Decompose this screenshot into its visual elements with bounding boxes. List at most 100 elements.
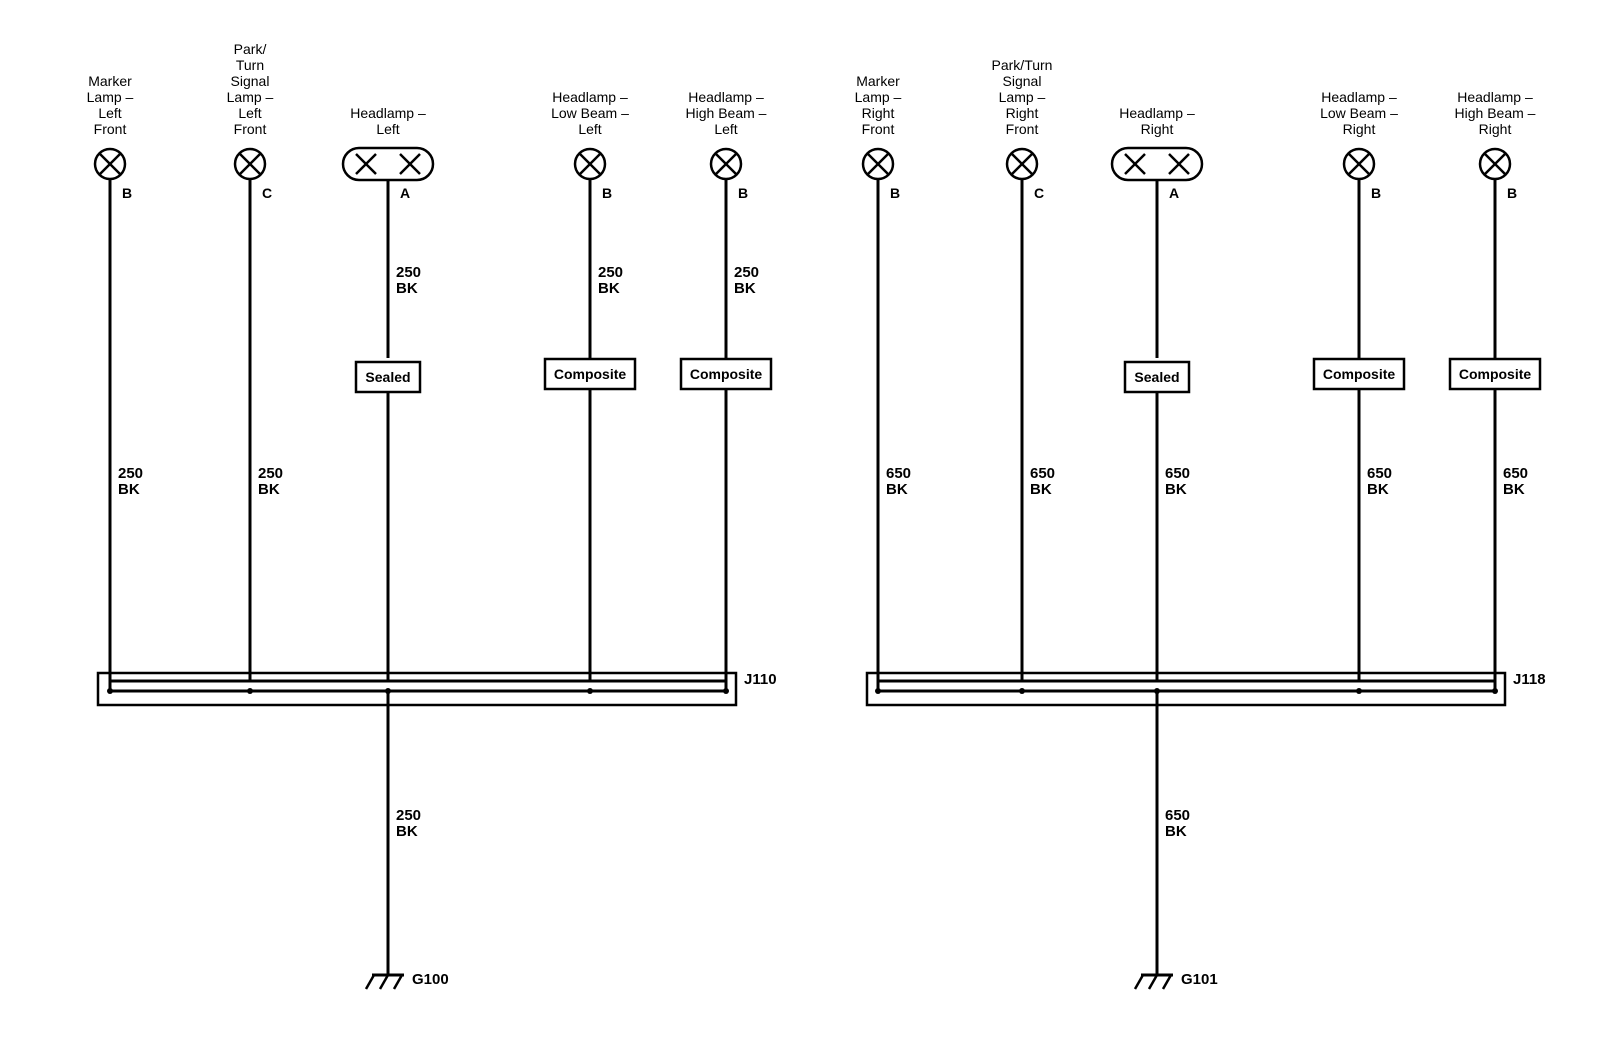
wire-color-label: BK — [598, 280, 620, 297]
pin-label: C — [262, 185, 272, 201]
wire-circuit-label: 250 — [396, 807, 421, 824]
splice-node — [247, 688, 253, 694]
filament-icon — [1168, 153, 1190, 175]
connector-type-label: Composite — [554, 366, 627, 382]
component-label: Headlamp – — [1321, 89, 1397, 105]
component-label: Headlamp – — [350, 105, 426, 121]
component-label: Headlamp – — [1457, 89, 1533, 105]
component-label: Turn — [236, 57, 264, 73]
pin-label: B — [122, 185, 132, 201]
component-label: Left — [376, 121, 399, 137]
component-label: High Beam – — [686, 105, 767, 121]
splice-label: J118 — [1513, 671, 1546, 688]
component-label: Left — [714, 121, 737, 137]
ground-label: G101 — [1181, 971, 1218, 988]
component-label: Right — [1479, 121, 1512, 137]
splice-label: J110 — [744, 671, 777, 688]
component-label: Headlamp – — [1119, 105, 1195, 121]
pin-label: A — [1169, 185, 1179, 201]
splice-node — [107, 688, 113, 694]
lamp-bulb-icon — [1342, 147, 1376, 181]
component-label: Left — [238, 105, 261, 121]
component-label: Park/Turn — [992, 57, 1053, 73]
splice-bus — [108, 681, 728, 693]
ground-icon — [1133, 973, 1173, 990]
component-label: Marker — [856, 73, 900, 89]
wire-circuit-label: 650 — [1367, 465, 1392, 482]
splice-node — [875, 688, 881, 694]
splice-node — [1019, 688, 1025, 694]
pin-label: B — [890, 185, 900, 201]
lamp-filament-icon — [99, 153, 121, 175]
lamp-bulb-icon — [1478, 147, 1512, 181]
wire-color-label: BK — [396, 823, 418, 840]
component-label: Lamp – — [227, 89, 274, 105]
component-label: Front — [94, 121, 127, 137]
pin-label: C — [1034, 185, 1044, 201]
lamp-bulb-icon — [709, 147, 743, 181]
splice-node — [1356, 688, 1362, 694]
wire-circuit-label: 650 — [1503, 465, 1528, 482]
wire-color-label: BK — [1165, 823, 1187, 840]
wire-color-label: BK — [118, 481, 140, 498]
component-label: Right — [1343, 121, 1376, 137]
lamp-filament-icon — [1484, 153, 1506, 175]
splice-node — [587, 688, 593, 694]
wire-color-label: BK — [258, 481, 280, 498]
connector-type-label: Composite — [1323, 366, 1396, 382]
component-label: Park/ — [234, 41, 267, 57]
component-label: Front — [862, 121, 895, 137]
wire-color-label: BK — [396, 280, 418, 297]
connector-type-label: Composite — [1459, 366, 1532, 382]
component-label: Front — [234, 121, 267, 137]
pin-label: B — [602, 185, 612, 201]
wire-circuit-label: 650 — [1030, 465, 1055, 482]
lamp-bulb-icon — [233, 147, 267, 181]
filament-icon — [399, 153, 421, 175]
connector-type-label: Sealed — [1134, 369, 1179, 385]
headlamp-dual-bulb-icon — [341, 146, 435, 182]
filament-icon — [355, 153, 377, 175]
lamp-bulb-icon — [93, 147, 127, 181]
component-label: Right — [862, 105, 895, 121]
component-label: Lamp – — [87, 89, 134, 105]
component-label: Low Beam – — [551, 105, 629, 121]
filament-icon — [1124, 153, 1146, 175]
wire-color-label: BK — [886, 481, 908, 498]
wire-color-label: BK — [1503, 481, 1525, 498]
splice-node — [1492, 688, 1498, 694]
lamp-bulb-icon — [861, 147, 895, 181]
component-label: Headlamp – — [688, 89, 764, 105]
pin-label: B — [1507, 185, 1517, 201]
ground-label: G100 — [412, 971, 449, 988]
lamp-filament-icon — [715, 153, 737, 175]
wire-circuit-label: 650 — [1165, 465, 1190, 482]
wire-color-label: BK — [1030, 481, 1052, 498]
wire-circuit-label: 650 — [886, 465, 911, 482]
component-label: Signal — [231, 73, 270, 89]
splice-pack — [865, 671, 1507, 707]
component-label: Headlamp – — [552, 89, 628, 105]
component-label: Front — [1006, 121, 1039, 137]
lamp-filament-icon — [867, 153, 889, 175]
connector-type-label: Sealed — [365, 369, 410, 385]
component-label: Right — [1006, 105, 1039, 121]
lamp-bulb-icon — [573, 147, 607, 181]
wire-circuit-label: 250 — [598, 264, 623, 281]
splice-node — [723, 688, 729, 694]
pin-label: B — [738, 185, 748, 201]
pin-label: A — [400, 185, 410, 201]
lamp-bulb-icon — [1005, 147, 1039, 181]
connector-type-label: Composite — [690, 366, 763, 382]
splice-bus — [876, 681, 1497, 693]
wire-color-label: BK — [1165, 481, 1187, 498]
